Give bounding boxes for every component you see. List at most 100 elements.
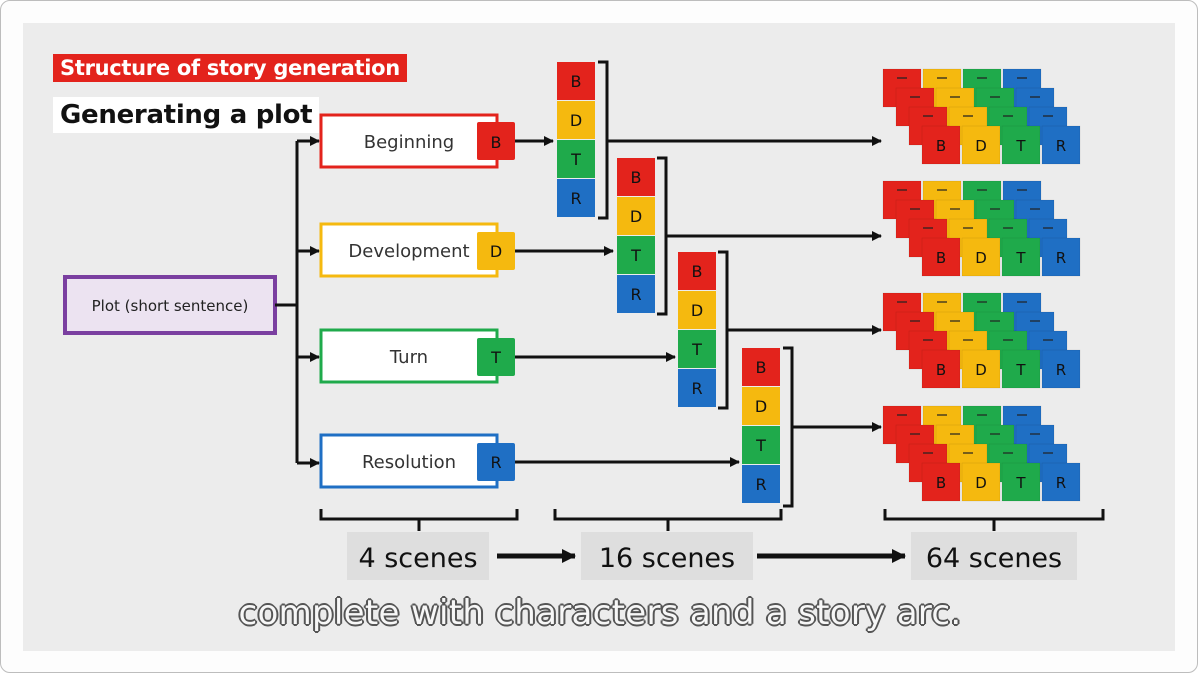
grid-4-label-B: B (936, 474, 946, 492)
grid-1-label-D: D (975, 137, 987, 155)
grid-4-row-4-cell-R (1041, 462, 1081, 502)
plot-box (63, 275, 277, 335)
bottom-braces (319, 509, 1105, 531)
count-bg-4 (347, 532, 489, 580)
column-1-cell-D (557, 101, 595, 139)
grid-4-label-D: D (975, 474, 987, 492)
column-3-cell-label-B: B (692, 262, 703, 281)
count-bg-16 (581, 532, 753, 580)
column-1-cell-label-R: R (570, 189, 581, 208)
column-3-cell-R (678, 369, 716, 407)
grid-1-label-B: B (936, 137, 946, 155)
column-4-cell-label-R: R (755, 475, 766, 494)
column-3-cell-label-D: D (691, 301, 703, 320)
grid-2-label-R: R (1056, 249, 1066, 267)
column-4-cell-label-T: T (755, 436, 766, 455)
grid-2-label-T: T (1015, 249, 1026, 267)
stage-resolution: Resolution R (319, 433, 515, 489)
stage-label-development: Development (348, 241, 469, 262)
column-4-cell-T (742, 426, 780, 464)
stage-tag-turn (477, 338, 515, 376)
grid-4-row-4-cell-D (961, 462, 1001, 502)
slide-heading: Generating a plot (53, 97, 320, 133)
column-2-cell-label-T: T (630, 246, 641, 265)
stage-tag-label-turn: T (490, 348, 501, 367)
stage-tag-label-resolution: R (490, 453, 501, 472)
column-1-cell-label-D: D (570, 111, 582, 130)
column-3-cell-label-T: T (691, 340, 702, 359)
count-64-scenes: 64 scenes (926, 543, 1062, 574)
column-2-cell-B (617, 158, 655, 196)
column-3-cell-label-R: R (691, 379, 702, 398)
grid-4-label-T: T (1015, 474, 1026, 492)
grid-3-row-4-cell-D (961, 349, 1001, 389)
column-to-grid-arrows (598, 60, 882, 508)
grid-2-row-4-cell-D (961, 237, 1001, 277)
stage-to-column-arrows (515, 136, 740, 467)
stage-tag-label-beginning: B (491, 133, 502, 152)
grid-2-row-4-cell-T (1001, 237, 1041, 277)
stage-beginning: Beginning B (319, 113, 515, 169)
column-4-cell-label-D: D (755, 397, 767, 416)
grid-2-row-4-cell-B (921, 237, 961, 277)
grid-3-row-4-cell-T (1001, 349, 1041, 389)
grid-3-label-B: B (936, 361, 946, 379)
column-2-cell-label-D: D (630, 207, 642, 226)
stage-development: Development D (319, 222, 515, 278)
stage-box-beginning (319, 113, 499, 169)
grid-1-row-4-cell-D (961, 125, 1001, 165)
grid-2-label-B: B (936, 249, 946, 267)
grid-4-row-4-cell-B (921, 462, 961, 502)
grid-1-row-4-cell-B (921, 125, 961, 165)
grid-2-row-4-cell-R (1041, 237, 1081, 277)
column-1-cell-B (557, 62, 595, 100)
stage-label-turn: Turn (389, 347, 428, 368)
column-3-cell-B (678, 252, 716, 290)
section-title: Structure of story generation (53, 54, 407, 82)
grid-1-row-4-cell-T (1001, 125, 1041, 165)
plot-label: Plot (short sentence) (92, 297, 249, 315)
subtitle-caption: complete with characters and a story arc… (238, 593, 962, 633)
stage-tag-label-development: D (490, 242, 502, 261)
stage-tag-development (477, 232, 515, 270)
column-2-cell-label-R: R (630, 285, 641, 304)
grid-1-row-4-cell-R (1041, 125, 1081, 165)
stage-box-resolution (319, 433, 499, 489)
stage-tag-beginning (477, 122, 515, 160)
grid-1-label-T: T (1015, 137, 1026, 155)
column-4-cell-B (742, 348, 780, 386)
grid-2-label-D: D (975, 249, 987, 267)
column-3-cell-D (678, 291, 716, 329)
column-2-cell-label-B: B (631, 168, 642, 187)
column-4-cell-R (742, 465, 780, 503)
stage-label-resolution: Resolution (362, 452, 456, 473)
stage-tag-resolution (477, 443, 515, 481)
grid-3-label-R: R (1056, 361, 1066, 379)
grid-1-label-R: R (1056, 137, 1066, 155)
grid-3-label-D: D (975, 361, 987, 379)
stage-box-development (319, 222, 499, 278)
grid-3-row-4-cell-B (921, 349, 961, 389)
grid-3-row-4-cell-R (1041, 349, 1081, 389)
column-1-cell-label-B: B (571, 72, 582, 91)
plot-connectors (275, 136, 320, 468)
column-2-cell-T (617, 236, 655, 274)
stage-turn: Turn T (319, 328, 515, 384)
count-4-scenes: 4 scenes (358, 543, 477, 574)
column-4-cell-D (742, 387, 780, 425)
column-3-cell-T (678, 330, 716, 368)
count-16-scenes: 16 scenes (599, 543, 735, 574)
column-1-cell-T (557, 140, 595, 178)
column-1-cell-R (557, 179, 595, 217)
column-1-cell-label-T: T (570, 150, 581, 169)
stage-label-beginning: Beginning (364, 132, 455, 153)
column-2-cell-R (617, 275, 655, 313)
stage-box-turn (319, 328, 499, 384)
grid-3-label-T: T (1015, 361, 1026, 379)
grid-4-row-4-cell-T (1001, 462, 1041, 502)
column-2-cell-D (617, 197, 655, 235)
